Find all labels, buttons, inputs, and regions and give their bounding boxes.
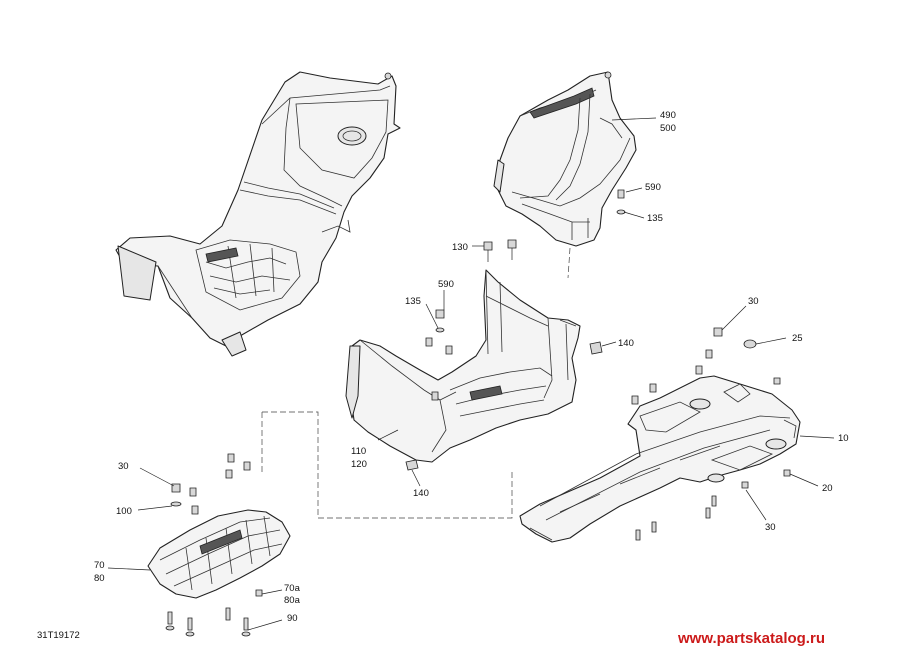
bolt-fastener (225, 469, 233, 479)
bolt-fastener (227, 453, 235, 463)
assembly-guide-line (567, 247, 571, 279)
bolt-fastener (741, 481, 749, 489)
callout-140: 140 (618, 338, 634, 349)
fasteners (165, 189, 791, 637)
callout-100: 100 (116, 506, 132, 517)
bolt-fastener (507, 239, 517, 260)
clip-fastener (589, 341, 603, 355)
bolt-fastener (616, 189, 626, 215)
clip-fastener (405, 459, 419, 471)
diagram-reference-code: 31T19172 (37, 630, 80, 641)
callout-70a: 70a (284, 583, 301, 594)
callout-90: 90 (287, 613, 298, 624)
callout-30: 30 (748, 296, 759, 307)
bolt-fastener (435, 309, 445, 333)
bolt-fastener (189, 487, 197, 497)
bolt-fastener (783, 469, 791, 477)
callout-110: 110 (351, 446, 366, 457)
callout-130: 130 (452, 242, 468, 253)
bolt-fastener (170, 483, 182, 507)
bolt-fastener (255, 589, 263, 597)
callout-30: 30 (765, 522, 776, 533)
center-footwell-part (345, 269, 581, 463)
bolt-fastener (425, 337, 433, 347)
callout-80: 80 (94, 573, 105, 584)
callout-500: 500 (660, 123, 676, 134)
bolt-fastener (705, 507, 711, 519)
callout-70: 70 (94, 560, 105, 571)
bolt-fastener (773, 377, 781, 385)
bolt-fastener (705, 349, 713, 359)
bolt-fastener (649, 383, 657, 393)
left-fender-footwell-part (115, 71, 401, 357)
callout-25: 25 (792, 333, 803, 344)
right-fender-part (493, 71, 637, 247)
bolt-fastener (445, 345, 453, 355)
left-floor-panel-part (147, 509, 291, 599)
bolt-fastener (243, 461, 251, 471)
callout-135: 135 (405, 296, 421, 307)
bolt-fastener (711, 495, 717, 507)
watermark-text: www.partskatalog.ru (677, 630, 825, 647)
callout-140: 140 (413, 488, 429, 499)
bolt-fastener (191, 505, 199, 515)
callout-10: 10 (838, 433, 849, 444)
bolt-fastener (651, 521, 657, 533)
callout-590: 590 (438, 279, 454, 290)
bolt-fastener (185, 617, 195, 637)
callout-120: 120 (351, 459, 367, 470)
right-floor-panel-part (519, 375, 801, 543)
callout-80a: 80a (284, 595, 301, 606)
plug-fastener (743, 339, 757, 349)
leader-lines (107, 117, 835, 631)
callout-490: 490 (660, 110, 676, 121)
bolt-fastener (483, 241, 493, 262)
bolt-fastener (631, 395, 639, 405)
callout-135: 135 (647, 213, 663, 224)
dashed-guide-lines (261, 411, 513, 519)
bolt-fastener (241, 617, 251, 637)
bolt-fastener (695, 365, 703, 375)
callout-20: 20 (822, 483, 833, 494)
bolt-fastener (431, 391, 439, 401)
callout-590: 590 (645, 182, 661, 193)
bolt-fastener (635, 529, 641, 541)
callout-30: 30 (118, 461, 129, 472)
callout-labels: 490 500 590 135 130 590 135 140 30 25 11… (94, 110, 849, 624)
bolt-fastener (225, 607, 231, 621)
bolt-fastener (165, 611, 175, 631)
bolt-fastener (713, 327, 723, 337)
